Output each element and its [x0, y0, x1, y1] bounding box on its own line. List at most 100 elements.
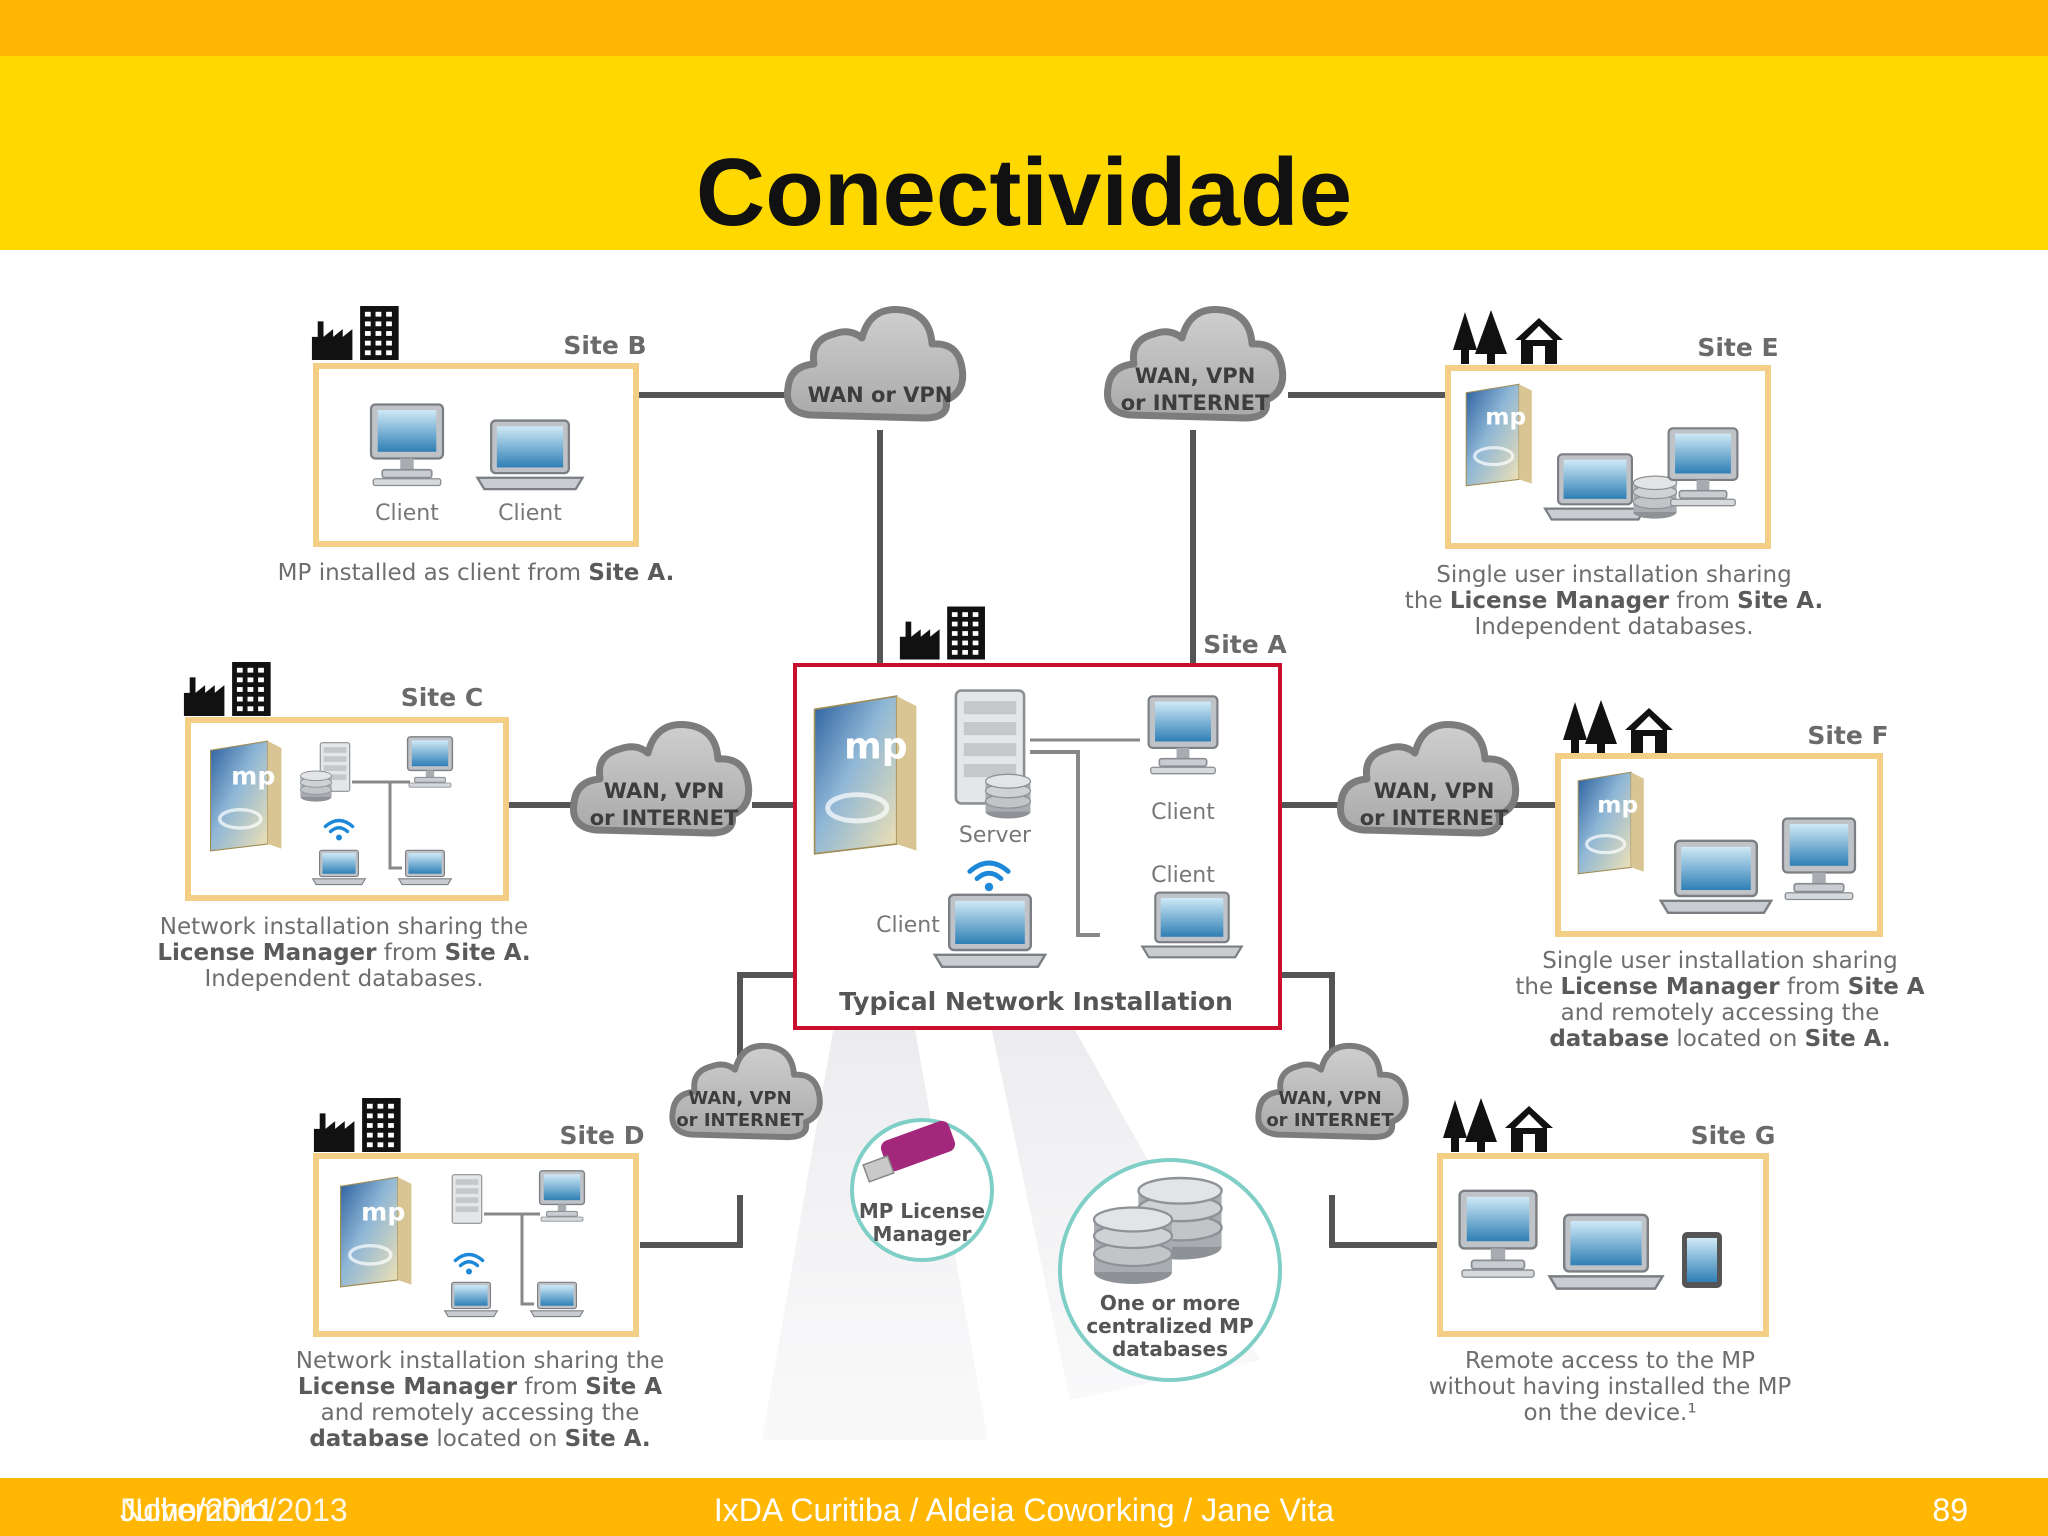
client-laptop-icon: [398, 849, 452, 886]
client-laptop-icon: [312, 849, 366, 886]
cloud-label: or INTERNET: [1360, 806, 1509, 830]
cloud-label: WAN, VPN: [604, 779, 725, 803]
footer-date-overlay: Novembro/2013: [120, 1492, 348, 1528]
client-label: Client: [1151, 800, 1215, 825]
client-laptop-icon: [1543, 453, 1647, 521]
site-e-caption-line: Single user installation sharing: [1436, 562, 1791, 588]
lan-cable: [1030, 750, 1100, 937]
slide-title: Conectividade: [695, 139, 1353, 246]
typical-installation-caption: Typical Network Installation: [839, 987, 1233, 1016]
site-f-caption-line: the License Manager from Site A: [1515, 974, 1924, 1000]
cloud-label: or INTERNET: [676, 1110, 804, 1131]
usb-key-icon: [862, 1120, 956, 1183]
client-label: Client: [375, 501, 439, 526]
client-monitor-icon: [1147, 695, 1219, 775]
trees-and-house-icon: [1453, 310, 1563, 364]
site-e-group: Site E Single user installation sharing …: [1405, 310, 1823, 640]
server-label: Server: [959, 823, 1032, 848]
client-laptop-icon: [933, 893, 1047, 968]
client-laptop-icon: [530, 1281, 584, 1318]
site-e-caption-line: Independent databases.: [1474, 614, 1753, 640]
lan-cable: [484, 1212, 540, 1306]
trees-and-house-icon: [1443, 1098, 1553, 1152]
client-monitor-icon: [1667, 427, 1739, 507]
database-icon: [984, 773, 1032, 820]
client-label: Client: [498, 501, 562, 526]
license-manager-label: Manager: [873, 1222, 972, 1246]
site-f-group: Site F Single user installation sharing …: [1515, 700, 1925, 1052]
site-g-caption-line: on the device.¹: [1523, 1400, 1696, 1426]
database-icon: [1632, 475, 1678, 520]
site-b-caption: MP installed as client from Site A.: [278, 560, 675, 586]
site-f-caption-line: database located on Site A.: [1549, 1026, 1890, 1052]
client-laptop-icon: [476, 419, 584, 491]
site-c-caption-line: Independent databases.: [204, 966, 483, 992]
cloud-label: or INTERNET: [1266, 1110, 1394, 1131]
client-laptop-icon: [1659, 839, 1773, 914]
site-a-label: Site A: [1203, 630, 1287, 659]
site-c-caption-line: License Manager from Site A.: [157, 940, 530, 966]
site-b-box: [313, 363, 639, 547]
footer-band: [0, 1478, 2048, 1536]
databases-label: centralized MP: [1086, 1314, 1253, 1338]
cloud-top-right: WAN, VPN or INTERNET: [1107, 310, 1282, 418]
client-monitor-icon: [1781, 817, 1857, 901]
site-g-caption-line: without having installed the MP: [1429, 1374, 1792, 1400]
client-monitor-icon: [538, 1170, 586, 1222]
site-d-group: Site D Network installation sharing the …: [296, 1098, 664, 1452]
databases-label: databases: [1112, 1337, 1228, 1361]
site-d-label: Site D: [560, 1121, 645, 1150]
cloud-label: or INTERNET: [1121, 391, 1270, 415]
connection-lines: [506, 392, 1558, 1248]
footer-date-text: Julho/2011: [120, 1492, 275, 1528]
site-d-caption-line: and remotely accessing the: [321, 1400, 640, 1426]
cloud-low-left: WAN, VPN or INTERNET: [672, 1046, 820, 1137]
site-b-group: Site B Client Client MP installed as cli…: [278, 306, 675, 586]
mp-product-box-icon: [1464, 382, 1534, 488]
top-accent-band: [0, 0, 2048, 56]
license-manager-circle: MP License Manager: [850, 1118, 994, 1262]
mp-product-box-icon: [208, 739, 284, 853]
database-icon: [1092, 1206, 1174, 1286]
site-g-caption-line: Remote access to the MP: [1465, 1348, 1755, 1374]
client-monitor-icon: [369, 403, 445, 487]
site-c-group: Site C Network installation sharing the …: [157, 662, 531, 992]
factory-icon: [313, 1098, 401, 1152]
footer-date: Julho/2011 Novembro/2013: [120, 1490, 348, 1530]
site-a-group: Site A Server Client Client Client Typic…: [793, 606, 1287, 1030]
site-g-group: Site G Remote access to the MP without h…: [1429, 1098, 1792, 1426]
footer-credit: IxDA Curitiba / Aldeia Coworking / Jane …: [713, 1492, 1335, 1528]
cloud-label: WAN, VPN: [1278, 1088, 1381, 1109]
client-label: Client: [1151, 863, 1215, 888]
site-d-caption-line: database located on Site A.: [309, 1426, 650, 1452]
factory-icon: [183, 662, 271, 716]
client-monitor-icon: [406, 736, 454, 788]
cloud-label: WAN, VPN: [1135, 364, 1256, 388]
factory-icon: [899, 606, 985, 660]
cloud-label: or INTERNET: [590, 806, 739, 830]
trees-and-house-icon: [1563, 700, 1673, 754]
cloud-top-left: WAN or VPN: [787, 310, 962, 418]
site-c-caption-line: Network installation sharing the: [160, 914, 528, 940]
site-d-caption-line: License Manager from Site A: [298, 1374, 662, 1400]
site-e-label: Site E: [1697, 333, 1778, 362]
site-e-caption-line: the License Manager from Site A.: [1405, 588, 1823, 614]
site-g-label: Site G: [1691, 1121, 1776, 1150]
mp-product-box-icon: [1576, 770, 1646, 876]
page-number: 89: [1932, 1492, 1968, 1528]
site-f-caption-line: Single user installation sharing: [1542, 948, 1897, 974]
client-laptop-icon: [1141, 891, 1243, 959]
title-band: [0, 56, 2048, 250]
lan-cable: [352, 780, 410, 870]
databases-circle: One or more centralized MP databases: [1058, 1158, 1282, 1382]
site-b-label: Site B: [563, 331, 646, 360]
client-monitor-icon: [1458, 1189, 1538, 1279]
factory-icon: [311, 306, 399, 360]
cloud-label: WAN, VPN: [1374, 779, 1495, 803]
cloud-label: WAN, VPN: [688, 1088, 791, 1109]
site-f-label: Site F: [1807, 721, 1888, 750]
license-manager-label: MP License: [859, 1199, 985, 1223]
mp-product-box-icon: [338, 1175, 414, 1289]
site-f-caption-line: and remotely accessing the: [1561, 1000, 1880, 1026]
server-icon: [451, 1174, 483, 1224]
